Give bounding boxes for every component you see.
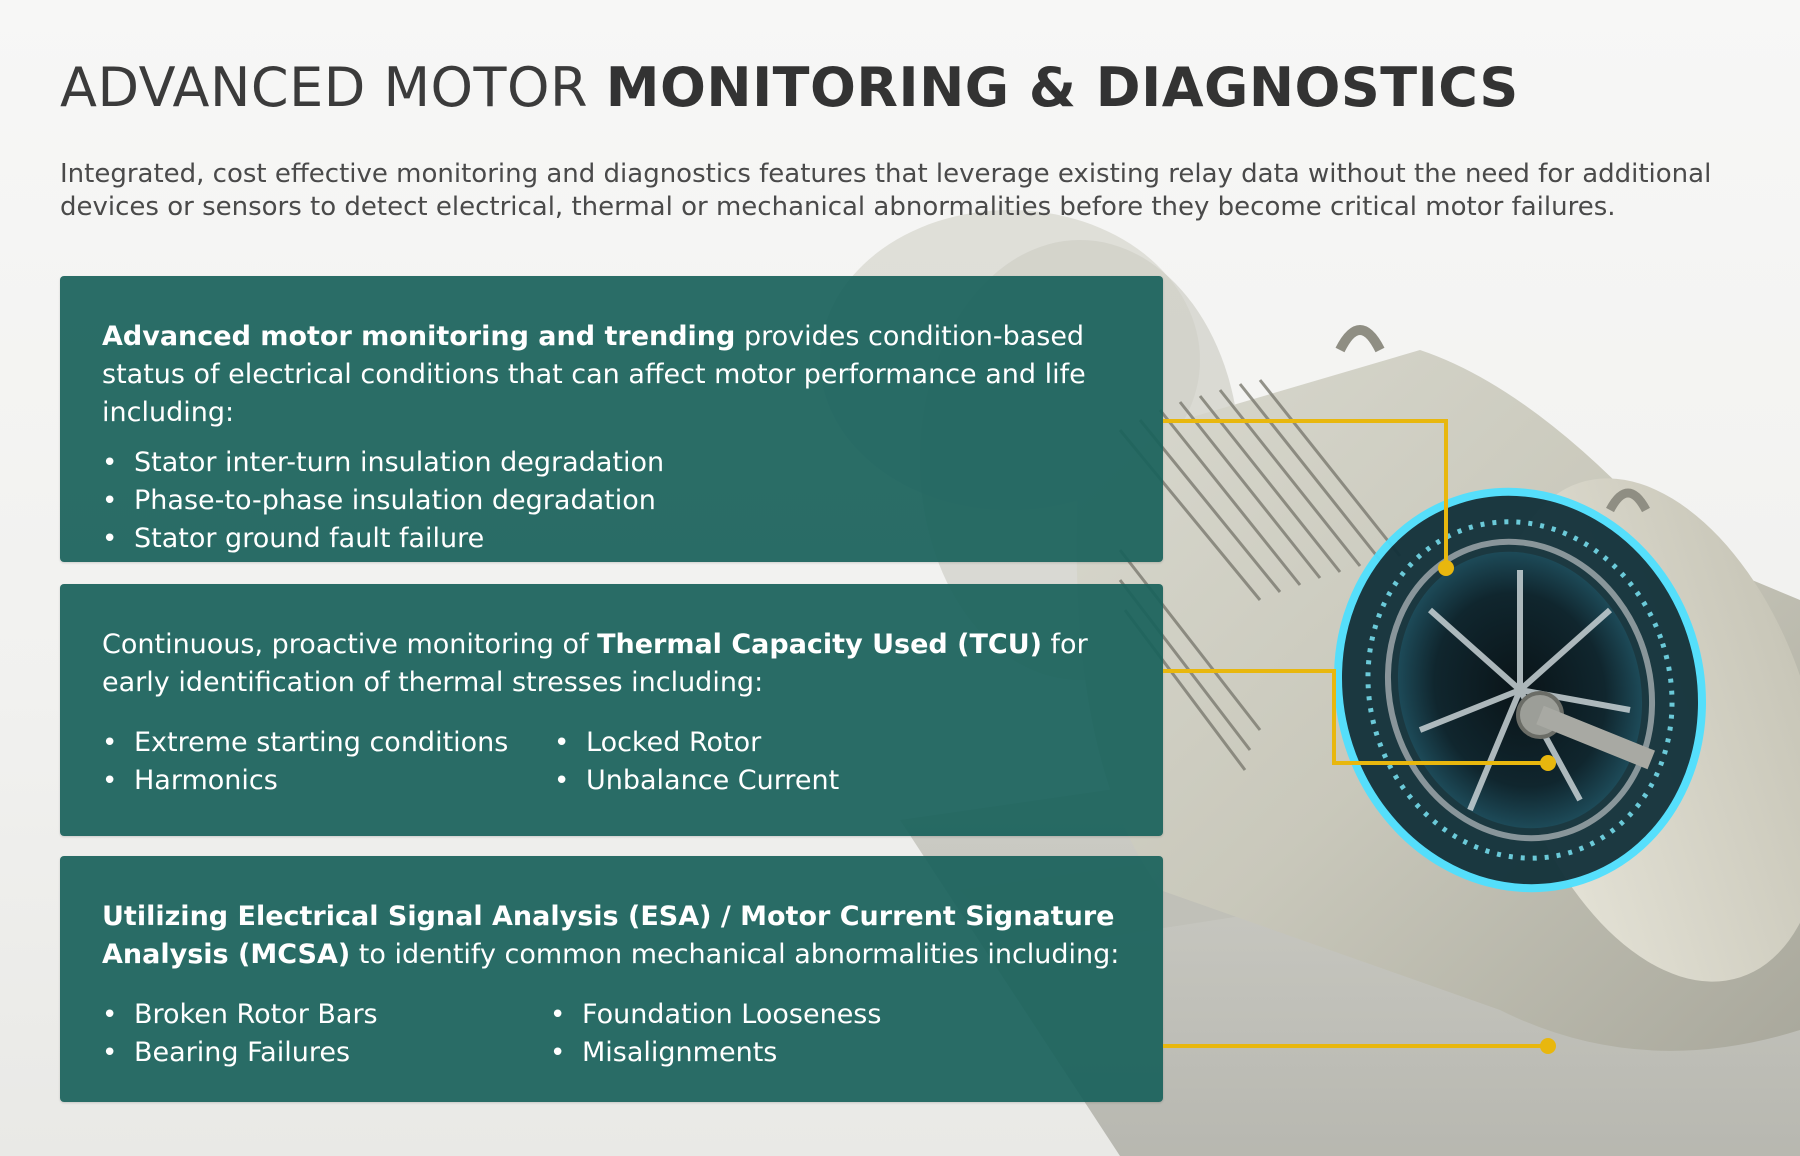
- panel-thermal-capacity: Continuous, proactive monitoring of Ther…: [60, 584, 1163, 836]
- page-title: ADVANCED MOTOR MONITORING & DIAGNOSTICS: [60, 58, 1519, 117]
- panel-esa-lead-text: to identify common mechanical abnormalit…: [350, 939, 1120, 970]
- panel-thermal-list-a: Extreme starting conditions Harmonics: [102, 724, 554, 800]
- panel-thermal-lead: Continuous, proactive monitoring of Ther…: [102, 626, 1121, 702]
- title-bold: MONITORING & DIAGNOSTICS: [605, 56, 1519, 119]
- panel-thermal-lead-bold: Thermal Capacity Used (TCU): [597, 629, 1042, 660]
- list-item: Foundation Looseness: [550, 996, 881, 1034]
- panel-esa-list-a: Broken Rotor Bars Bearing Failures: [102, 996, 550, 1072]
- panel-monitoring-lead: Advanced motor monitoring and trending p…: [102, 318, 1121, 432]
- list-item: Harmonics: [102, 762, 554, 800]
- panel-thermal-lead-pre: Continuous, proactive monitoring of: [102, 629, 598, 660]
- list-item: Stator ground fault failure: [102, 520, 1121, 558]
- panel-monitoring-lead-text: provides condition-based status of elect…: [102, 321, 1086, 428]
- list-item: Extreme starting conditions: [102, 724, 554, 762]
- panel-signal-analysis: Utilizing Electrical Signal Analysis (ES…: [60, 856, 1163, 1102]
- panel-esa-lead-bold: Utilizing Electrical Signal Analysis (ES…: [102, 901, 1115, 970]
- panel-monitoring-lead-bold: Advanced motor monitoring and trending: [102, 321, 736, 352]
- list-item: Misalignments: [550, 1034, 881, 1072]
- title-light: ADVANCED MOTOR: [60, 56, 606, 119]
- list-item: Stator inter-turn insulation degradation: [102, 444, 1121, 482]
- list-item: Phase-to-phase insulation degradation: [102, 482, 1121, 520]
- panel-esa-list-b: Foundation Looseness Misalignments: [550, 996, 881, 1072]
- list-item: Locked Rotor: [554, 724, 839, 762]
- panel-esa-lead: Utilizing Electrical Signal Analysis (ES…: [102, 898, 1121, 974]
- panel-thermal-lists: Extreme starting conditions Harmonics Lo…: [102, 724, 1121, 800]
- panel-thermal-lead-post: for early identification of thermal stre…: [102, 629, 1088, 698]
- panel-motor-monitoring: Advanced motor monitoring and trending p…: [60, 276, 1163, 562]
- list-item: Broken Rotor Bars: [102, 996, 550, 1034]
- panel-monitoring-list: Stator inter-turn insulation degradation…: [102, 444, 1121, 558]
- panel-esa-lists: Broken Rotor Bars Bearing Failures Found…: [102, 996, 1121, 1072]
- list-item: Unbalance Current: [554, 762, 839, 800]
- panel-thermal-list-b: Locked Rotor Unbalance Current: [554, 724, 839, 800]
- page-subtitle: Integrated, cost effective monitoring an…: [60, 159, 1712, 222]
- list-item: Bearing Failures: [102, 1034, 550, 1072]
